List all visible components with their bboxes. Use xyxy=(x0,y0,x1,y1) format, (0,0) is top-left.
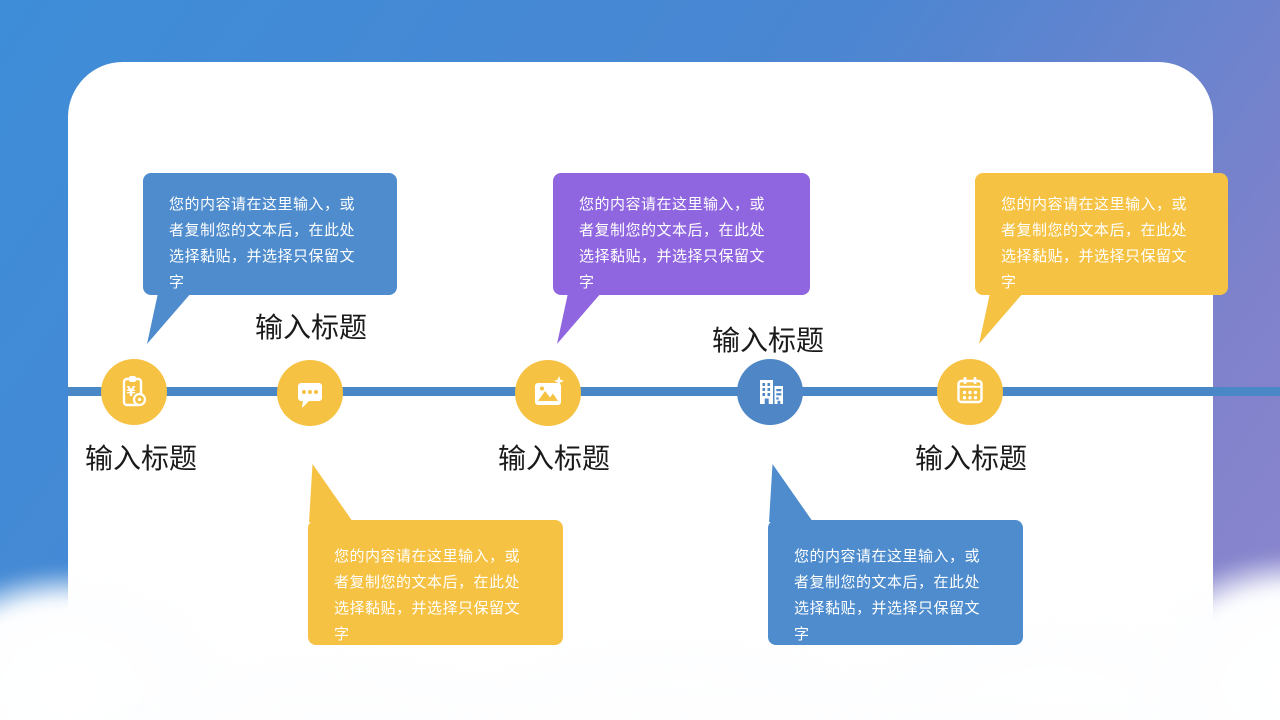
callout-bubble: 您的内容请在这里输入，或者复制您的文本后，在此处选择黏贴，并选择只保留文字 xyxy=(768,520,1023,645)
photo-image-icon xyxy=(528,373,568,413)
chat-message-icon xyxy=(290,373,330,413)
node-title: 输入标题 xyxy=(915,444,1028,475)
node-title: 输入标题 xyxy=(498,444,611,475)
callout-bubble: 您的内容请在这里输入，或者复制您的文本后，在此处选择黏贴，并选择只保留文字 xyxy=(553,173,810,295)
timeline-node-circle xyxy=(515,360,581,426)
buildings-icon xyxy=(750,372,790,412)
timeline-line xyxy=(68,387,1280,396)
timeline-node-circle xyxy=(937,359,1003,425)
callout-bubble: 您的内容请在这里输入，或者复制您的文本后，在此处选择黏贴，并选择只保留文字 xyxy=(975,173,1228,295)
timeline-node-circle xyxy=(737,359,803,425)
timeline-node-circle: ¥ xyxy=(101,359,167,425)
callout-bubble: 您的内容请在这里输入，或者复制您的文本后，在此处选择黏贴，并选择只保留文字 xyxy=(143,173,397,295)
node-title: 输入标题 xyxy=(255,313,368,344)
callout-text: 您的内容请在这里输入，或者复制您的文本后，在此处选择黏贴，并选择只保留文字 xyxy=(579,196,766,291)
callout-text: 您的内容请在这里输入，或者复制您的文本后，在此处选择黏贴，并选择只保留文字 xyxy=(169,196,356,291)
node-title: 输入标题 xyxy=(712,326,825,357)
invoice-clipboard-icon: ¥ xyxy=(114,372,154,412)
callout-text: 您的内容请在这里输入，或者复制您的文本后，在此处选择黏贴，并选择只保留文字 xyxy=(334,548,521,643)
timeline-node-circle xyxy=(277,360,343,426)
node-title: 输入标题 xyxy=(85,444,198,475)
callout-bubble: 您的内容请在这里输入，或者复制您的文本后，在此处选择黏贴，并选择只保留文字 xyxy=(308,520,563,645)
callout-text: 您的内容请在这里输入，或者复制您的文本后，在此处选择黏贴，并选择只保留文字 xyxy=(794,548,981,643)
calendar-icon xyxy=(950,372,990,412)
svg-text:¥: ¥ xyxy=(126,385,135,400)
callout-text: 您的内容请在这里输入，或者复制您的文本后，在此处选择黏贴，并选择只保留文字 xyxy=(1001,196,1188,291)
